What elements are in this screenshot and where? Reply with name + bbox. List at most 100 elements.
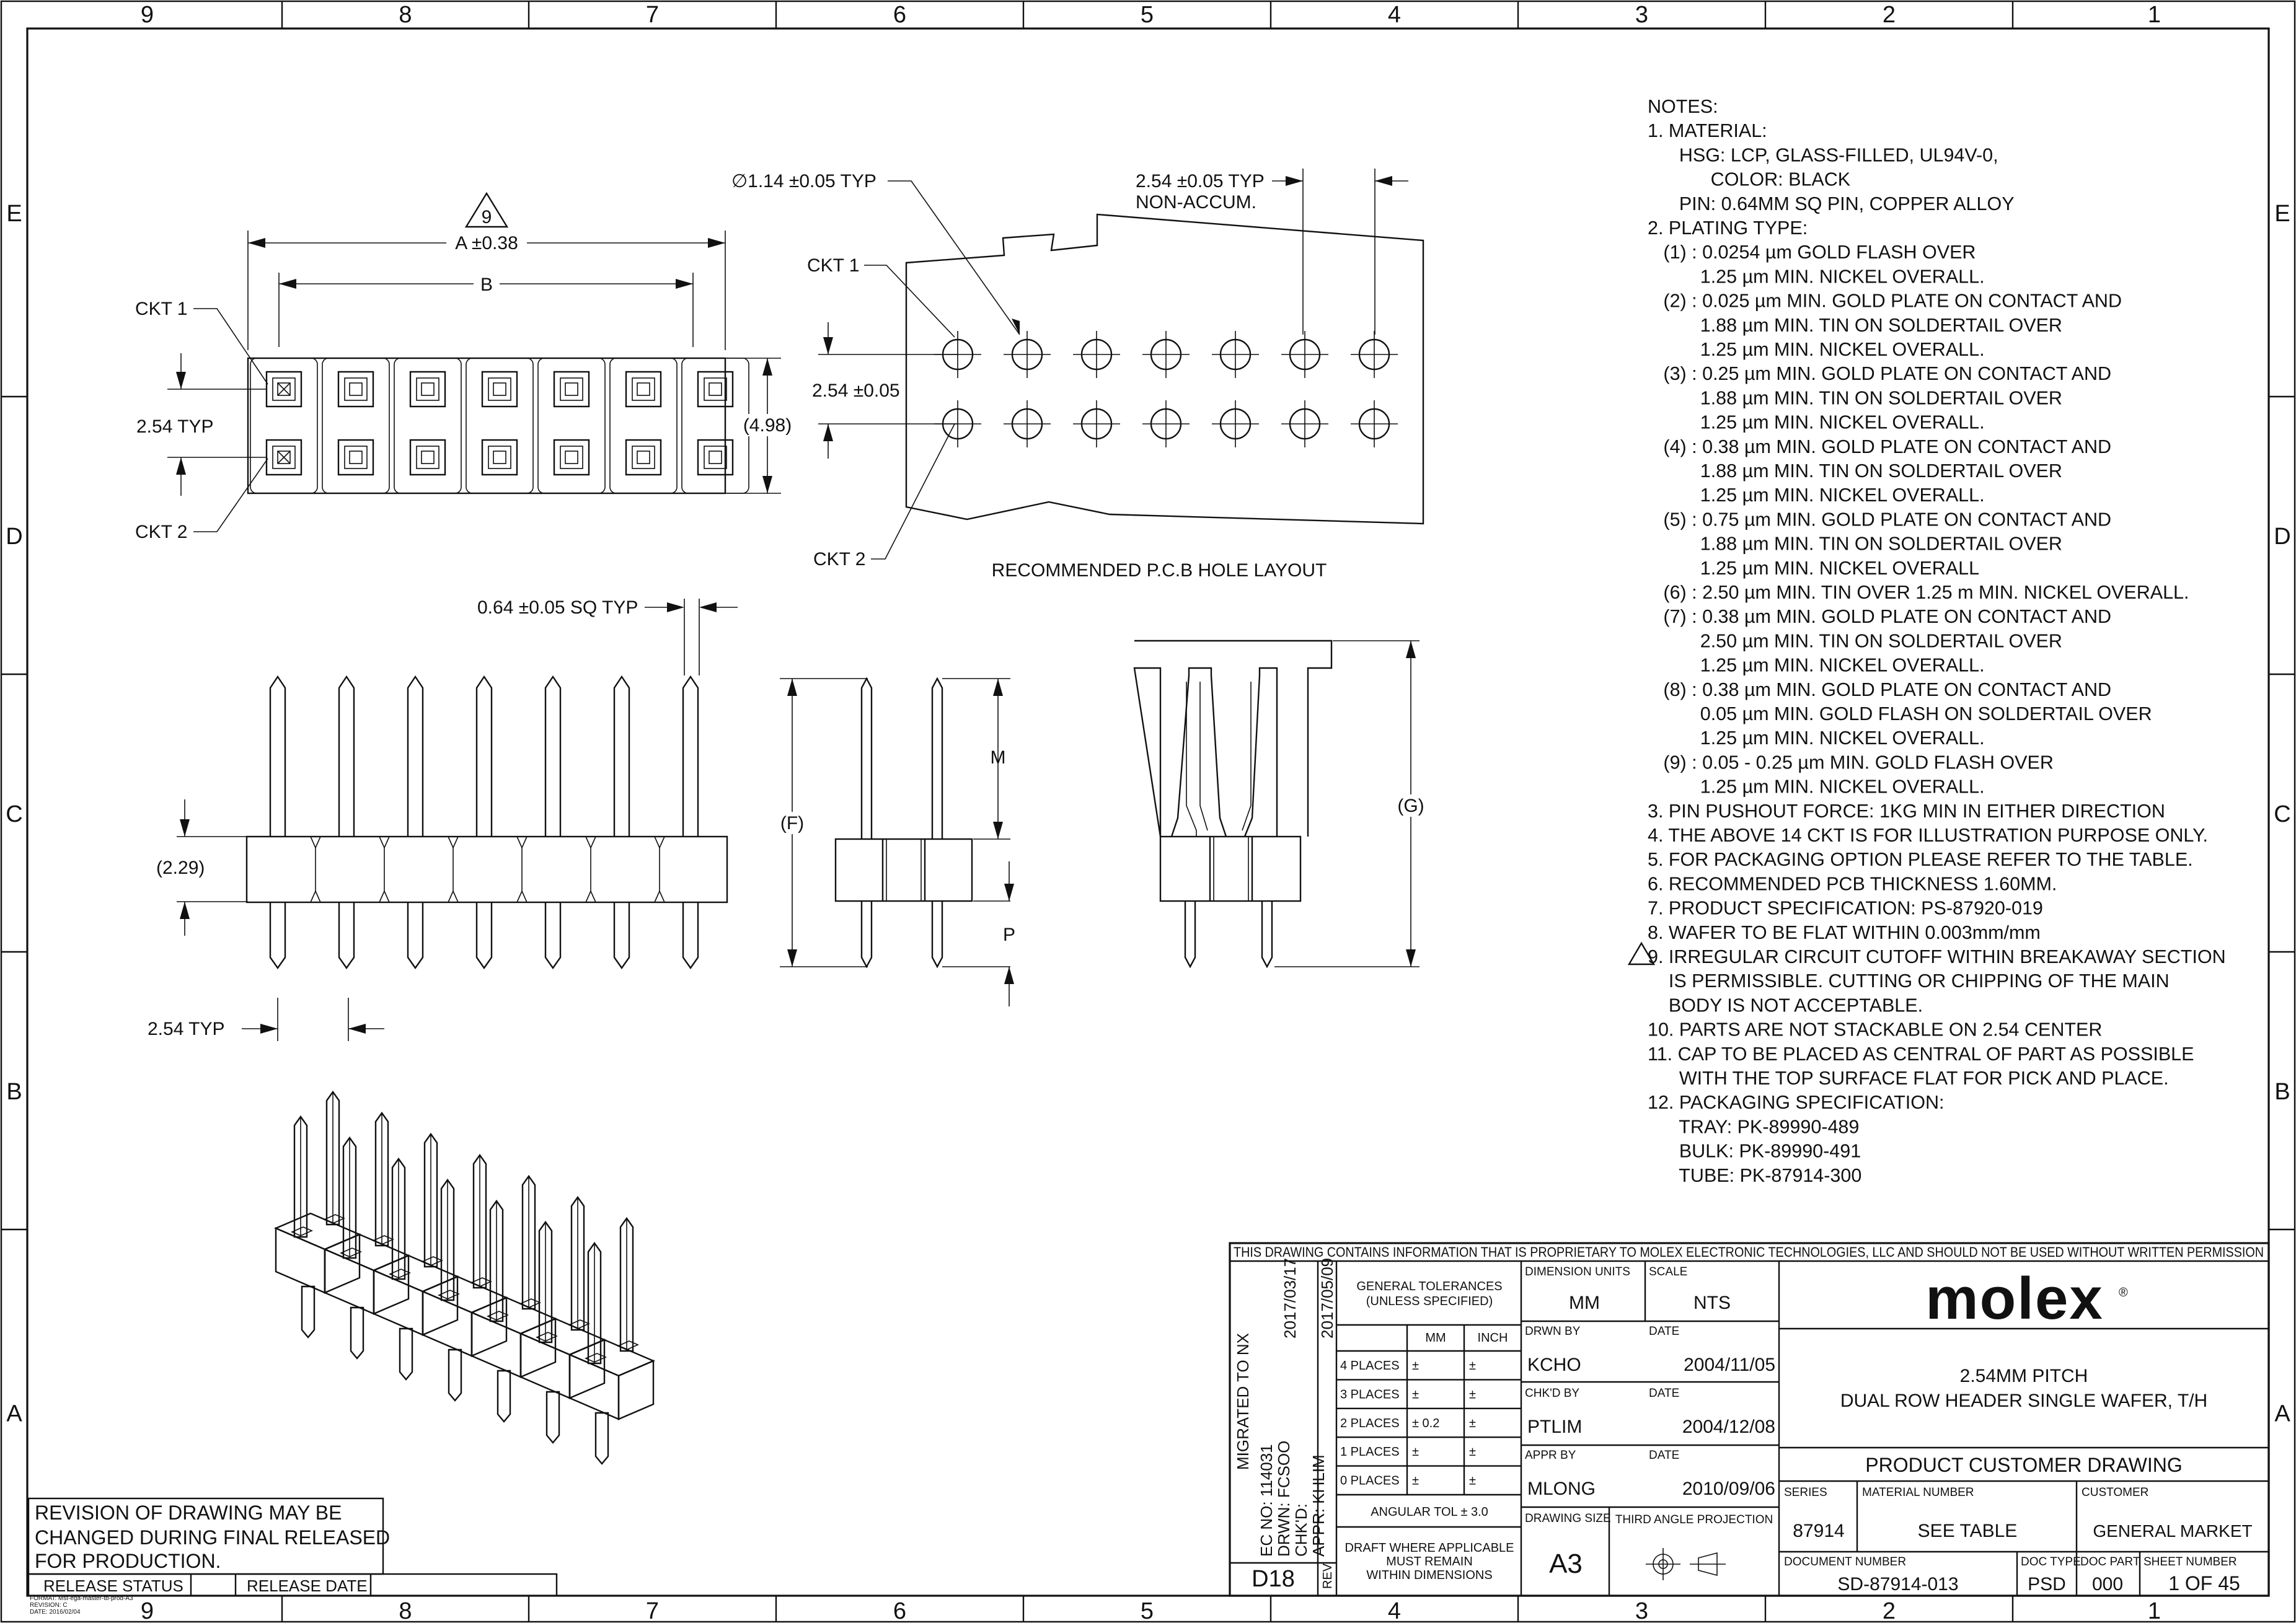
note-line: (3) : 0.25 µm MIN. GOLD PLATE ON CONTACT… xyxy=(1648,363,2111,384)
iso-pin xyxy=(342,1136,357,1259)
iso-pin-socket xyxy=(585,1353,607,1363)
side-pin-lower xyxy=(544,902,562,970)
format-info-line: DATE: 2016/02/04 xyxy=(30,1609,81,1616)
side-pin-lower xyxy=(338,902,355,970)
side-pin-upper xyxy=(613,675,630,837)
top-pin-tip xyxy=(565,382,578,396)
note-line: 1.88 µm MIN. TIN ON SOLDERTAIL OVER xyxy=(1648,460,2062,482)
iso-tail xyxy=(301,1285,316,1339)
note-line: 6. RECOMMENDED PCB THICKNESS 1.60MM. xyxy=(1648,873,2057,894)
places-inch: ± xyxy=(1469,1388,1476,1401)
pcb-ckt2-label: CKT 2 xyxy=(813,549,865,570)
rev-label: REV xyxy=(1321,1563,1335,1589)
molex-logo: molex xyxy=(1925,1265,2103,1332)
series: 87914 xyxy=(1793,1521,1844,1541)
zone-row-left: C xyxy=(6,801,22,827)
side-pin-lower xyxy=(407,902,424,970)
drwn-date-label: DATE xyxy=(1649,1325,1679,1338)
note-line: BULK: PK-89990-491 xyxy=(1648,1141,1861,1162)
note-line: (6) : 2.50 µm MIN. TIN OVER 1.25 m MIN. … xyxy=(1648,582,2189,603)
pcb-pitch-x-label-1: 2.54 ±0.05 TYP xyxy=(1136,171,1265,191)
side-pin-sq-label: 0.64 ±0.05 SQ TYP xyxy=(477,597,638,618)
note-line: NOTES: xyxy=(1648,96,1718,117)
iso-block-top xyxy=(469,1296,558,1335)
iso-tail xyxy=(594,1412,609,1465)
iso-block-side xyxy=(324,1233,361,1294)
draft-3: WITHIN DIMENSIONS xyxy=(1366,1568,1492,1582)
zone-col-top: 6 xyxy=(893,2,906,28)
doc-type: PSD xyxy=(2028,1574,2066,1594)
release-status-label: RELEASE STATUS xyxy=(43,1577,183,1595)
zone-col-top: 4 xyxy=(1388,2,1401,28)
top-pin-inner xyxy=(416,446,439,469)
drwn-date: 2004/11/05 xyxy=(1684,1355,1775,1375)
note-line: (4) : 0.38 µm MIN. GOLD PLATE ON CONTACT… xyxy=(1648,436,2111,457)
dim-units-label: DIMENSION UNITS xyxy=(1525,1265,1630,1278)
iso-block-front xyxy=(275,1227,326,1294)
top-pin-inner xyxy=(272,446,296,469)
top-height-label: (4.98) xyxy=(743,415,792,436)
top-pin-tip xyxy=(349,382,363,396)
note-line: (8) : 0.38 µm MIN. GOLD PLATE ON CONTACT… xyxy=(1648,679,2111,700)
side-pin-upper xyxy=(682,675,699,837)
top-pin-inner xyxy=(344,446,368,469)
note-line: 1.25 µm MIN. NICKEL OVERALL. xyxy=(1648,412,1985,433)
pcb-pitch-y-label: 2.54 ±0.05 xyxy=(812,380,900,401)
top-ckt2-label: CKT 2 xyxy=(135,522,187,542)
top-wafer-segment xyxy=(537,358,606,494)
iso-pin xyxy=(440,1178,455,1301)
note-line: 1.88 µm MIN. TIN ON SOLDERTAIL OVER xyxy=(1648,387,2062,408)
note-line: 1.88 µm MIN. TIN ON SOLDERTAIL OVER xyxy=(1648,315,2062,336)
cap-dim-g-label: (G) xyxy=(1397,796,1424,816)
registered-mark: ® xyxy=(2119,1286,2128,1300)
rev-history-3: DRWN: FCSOO xyxy=(1274,1441,1293,1557)
iso-tail xyxy=(497,1370,511,1423)
top-pin-tip xyxy=(637,451,650,464)
sheet-label: SHEET NUMBER xyxy=(2144,1555,2237,1568)
draft-1: DRAFT WHERE APPLICABLE xyxy=(1344,1541,1514,1555)
iso-block-side xyxy=(373,1254,410,1315)
side-wafer-gap xyxy=(379,836,390,903)
zone-col-top: 2 xyxy=(1883,2,1896,28)
iso-tail xyxy=(545,1391,560,1444)
zone-row-right: E xyxy=(2274,201,2290,227)
side-wafer-gap xyxy=(654,836,665,903)
doc-part: 000 xyxy=(2092,1574,2123,1594)
side-pin-upper xyxy=(269,675,286,837)
places-label: 3 PLACES xyxy=(1340,1388,1400,1401)
note-line: (7) : 0.38 µm MIN. GOLD PLATE ON CONTACT… xyxy=(1648,606,2111,627)
side-wafer-gap xyxy=(585,836,596,903)
top-pin-inner xyxy=(560,377,583,401)
customer: GENERAL MARKET xyxy=(2093,1521,2252,1541)
top-pin-square xyxy=(625,439,662,476)
iso-block-side xyxy=(422,1275,459,1336)
top-pin-tip xyxy=(565,451,578,464)
third-angle-projection-icon xyxy=(1646,1548,1726,1580)
iso-pin xyxy=(325,1090,340,1226)
projection-label: THIRD ANGLE PROJECTION xyxy=(1615,1513,1773,1526)
note-line: 7. PRODUCT SPECIFICATION: PS-87920-019 xyxy=(1648,898,2043,919)
top-pin-tip xyxy=(349,451,363,464)
top-pin-tip xyxy=(421,382,435,396)
side-pin-lower xyxy=(682,902,699,970)
end-dim-p-label: P xyxy=(1003,925,1015,945)
top-pin-inner xyxy=(632,377,655,401)
zone-col-top: 1 xyxy=(2148,2,2161,28)
col-mm: MM xyxy=(1425,1331,1446,1345)
proprietary-notice: THIS DRAWING CONTAINS INFORMATION THAT I… xyxy=(1234,1244,2264,1260)
iso-pin xyxy=(570,1195,585,1331)
top-pin-tip xyxy=(493,382,506,396)
iso-pin-socket xyxy=(438,1290,460,1300)
top-pitch-label: 2.54 TYP xyxy=(136,416,214,437)
customer-label: CUSTOMER xyxy=(2082,1486,2148,1499)
zone-col-bottom: 2 xyxy=(1883,1598,1896,1623)
places-label: 4 PLACES xyxy=(1340,1359,1400,1373)
dim-a-label: A ±0.38 xyxy=(455,233,518,253)
appr-date: 2010/09/06 xyxy=(1682,1479,1775,1499)
iso-pin xyxy=(374,1111,389,1247)
rev-date-1: 2017/03/17 xyxy=(1281,1258,1299,1339)
note-9-flag xyxy=(1627,941,1656,965)
places-label: 2 PLACES xyxy=(1340,1417,1400,1430)
